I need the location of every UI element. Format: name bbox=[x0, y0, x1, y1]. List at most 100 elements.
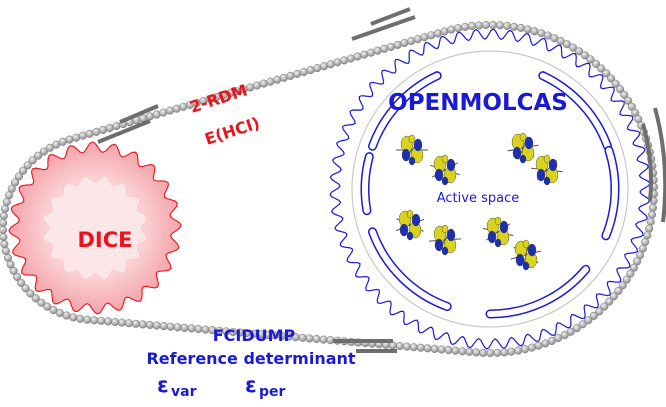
chain-link bbox=[611, 79, 620, 88]
chain-link bbox=[495, 21, 505, 30]
motion-line bbox=[97, 119, 151, 144]
orbital-lobe bbox=[441, 154, 449, 164]
gear-slot-inner bbox=[362, 153, 373, 214]
orbital-molecule bbox=[507, 132, 539, 164]
motion-line bbox=[370, 7, 411, 26]
chain-link bbox=[152, 110, 161, 119]
chain-link bbox=[530, 27, 539, 36]
chain-link bbox=[458, 347, 467, 356]
active-space-label: Active space bbox=[437, 191, 519, 206]
orbital-lobe bbox=[441, 176, 449, 186]
chain-link bbox=[138, 320, 147, 329]
chain-link bbox=[534, 341, 543, 350]
chain-link bbox=[0, 225, 8, 235]
chain-link bbox=[437, 345, 446, 354]
chain-link bbox=[83, 315, 92, 324]
orbital-lobe bbox=[515, 253, 525, 267]
chain-link bbox=[380, 44, 389, 53]
chain-link bbox=[447, 25, 456, 34]
chain-link bbox=[461, 22, 470, 31]
chain-link bbox=[201, 325, 210, 334]
chain-link bbox=[409, 343, 418, 352]
chain-link bbox=[31, 294, 40, 303]
chain-link bbox=[360, 50, 369, 59]
chain-link bbox=[37, 298, 46, 307]
orbital-molecule bbox=[430, 154, 460, 186]
epsilon-per-label: ε per bbox=[245, 373, 286, 400]
chain-link bbox=[166, 322, 175, 331]
epsilon-var-subscript: var bbox=[171, 384, 197, 400]
chain-link bbox=[187, 324, 196, 333]
chain-link bbox=[420, 33, 429, 42]
chain-link bbox=[111, 317, 120, 327]
gear-slot-inner bbox=[539, 72, 611, 150]
chain-link bbox=[273, 75, 282, 84]
orbital-lobe bbox=[411, 213, 421, 227]
chain-link bbox=[373, 46, 382, 55]
chain-link bbox=[165, 106, 175, 115]
chain-link bbox=[629, 263, 638, 272]
chain-link bbox=[584, 316, 593, 325]
chain-link bbox=[78, 131, 87, 140]
orbital-lobe bbox=[401, 148, 411, 162]
chain-link bbox=[65, 135, 74, 144]
chain-link bbox=[0, 204, 10, 213]
chain-link bbox=[430, 344, 439, 353]
orbital-lobe bbox=[441, 224, 449, 234]
chain-link bbox=[43, 302, 52, 311]
chain-link bbox=[39, 147, 48, 156]
chain-link bbox=[180, 323, 189, 332]
orbital-lobe bbox=[522, 239, 530, 249]
chain-link bbox=[645, 224, 654, 233]
chain-link bbox=[493, 348, 502, 357]
chain-link bbox=[633, 257, 642, 266]
chain-link bbox=[353, 52, 362, 61]
orbital-lobe bbox=[487, 230, 497, 244]
chain-link bbox=[523, 25, 532, 34]
chain-link bbox=[591, 59, 601, 68]
chain-link bbox=[578, 320, 587, 329]
chain-link bbox=[607, 74, 616, 83]
chain-link bbox=[569, 43, 578, 52]
orbital-lobe bbox=[543, 176, 551, 186]
chain-link bbox=[440, 27, 449, 36]
chain-link bbox=[416, 343, 425, 352]
chain-link bbox=[626, 269, 635, 278]
chain-link bbox=[618, 281, 627, 290]
chain-link bbox=[465, 347, 474, 356]
ehci-label: E(HCI) bbox=[202, 113, 262, 149]
chain-link bbox=[319, 335, 328, 344]
chain-link bbox=[159, 108, 168, 117]
openmolcas-label: OPENMOLCAS bbox=[388, 90, 568, 116]
chain-link bbox=[572, 324, 581, 333]
orbital-lobe bbox=[406, 231, 414, 241]
chain-link bbox=[90, 316, 99, 325]
chain-link bbox=[13, 272, 22, 282]
chain-link bbox=[2, 197, 11, 206]
epsilon-per-subscript: per bbox=[259, 384, 286, 400]
chain-link bbox=[502, 21, 512, 30]
gear-slot-inner bbox=[369, 72, 441, 150]
chain-link bbox=[131, 319, 140, 328]
chain-link bbox=[319, 62, 329, 71]
chain-link bbox=[298, 333, 307, 342]
chain-link bbox=[393, 40, 402, 49]
chain-link bbox=[616, 85, 625, 94]
chain-link bbox=[112, 122, 121, 131]
gear-slot-inner bbox=[369, 228, 451, 310]
orbital-lobe bbox=[519, 132, 527, 142]
openmolcas-gear-teeth bbox=[329, 28, 651, 350]
orbital-lobe bbox=[494, 238, 502, 248]
chain-link bbox=[19, 166, 28, 175]
orbital-lobe bbox=[512, 146, 522, 160]
chain-link bbox=[145, 112, 154, 121]
orbital-lobe bbox=[399, 223, 409, 237]
orbital-lobe bbox=[413, 138, 423, 152]
chain-link bbox=[333, 58, 342, 67]
chain-link bbox=[643, 231, 652, 240]
chain-link bbox=[326, 60, 335, 69]
chain-link bbox=[507, 347, 516, 356]
chain-link bbox=[293, 69, 302, 78]
chain-link bbox=[252, 81, 262, 90]
chain-link bbox=[312, 334, 321, 344]
